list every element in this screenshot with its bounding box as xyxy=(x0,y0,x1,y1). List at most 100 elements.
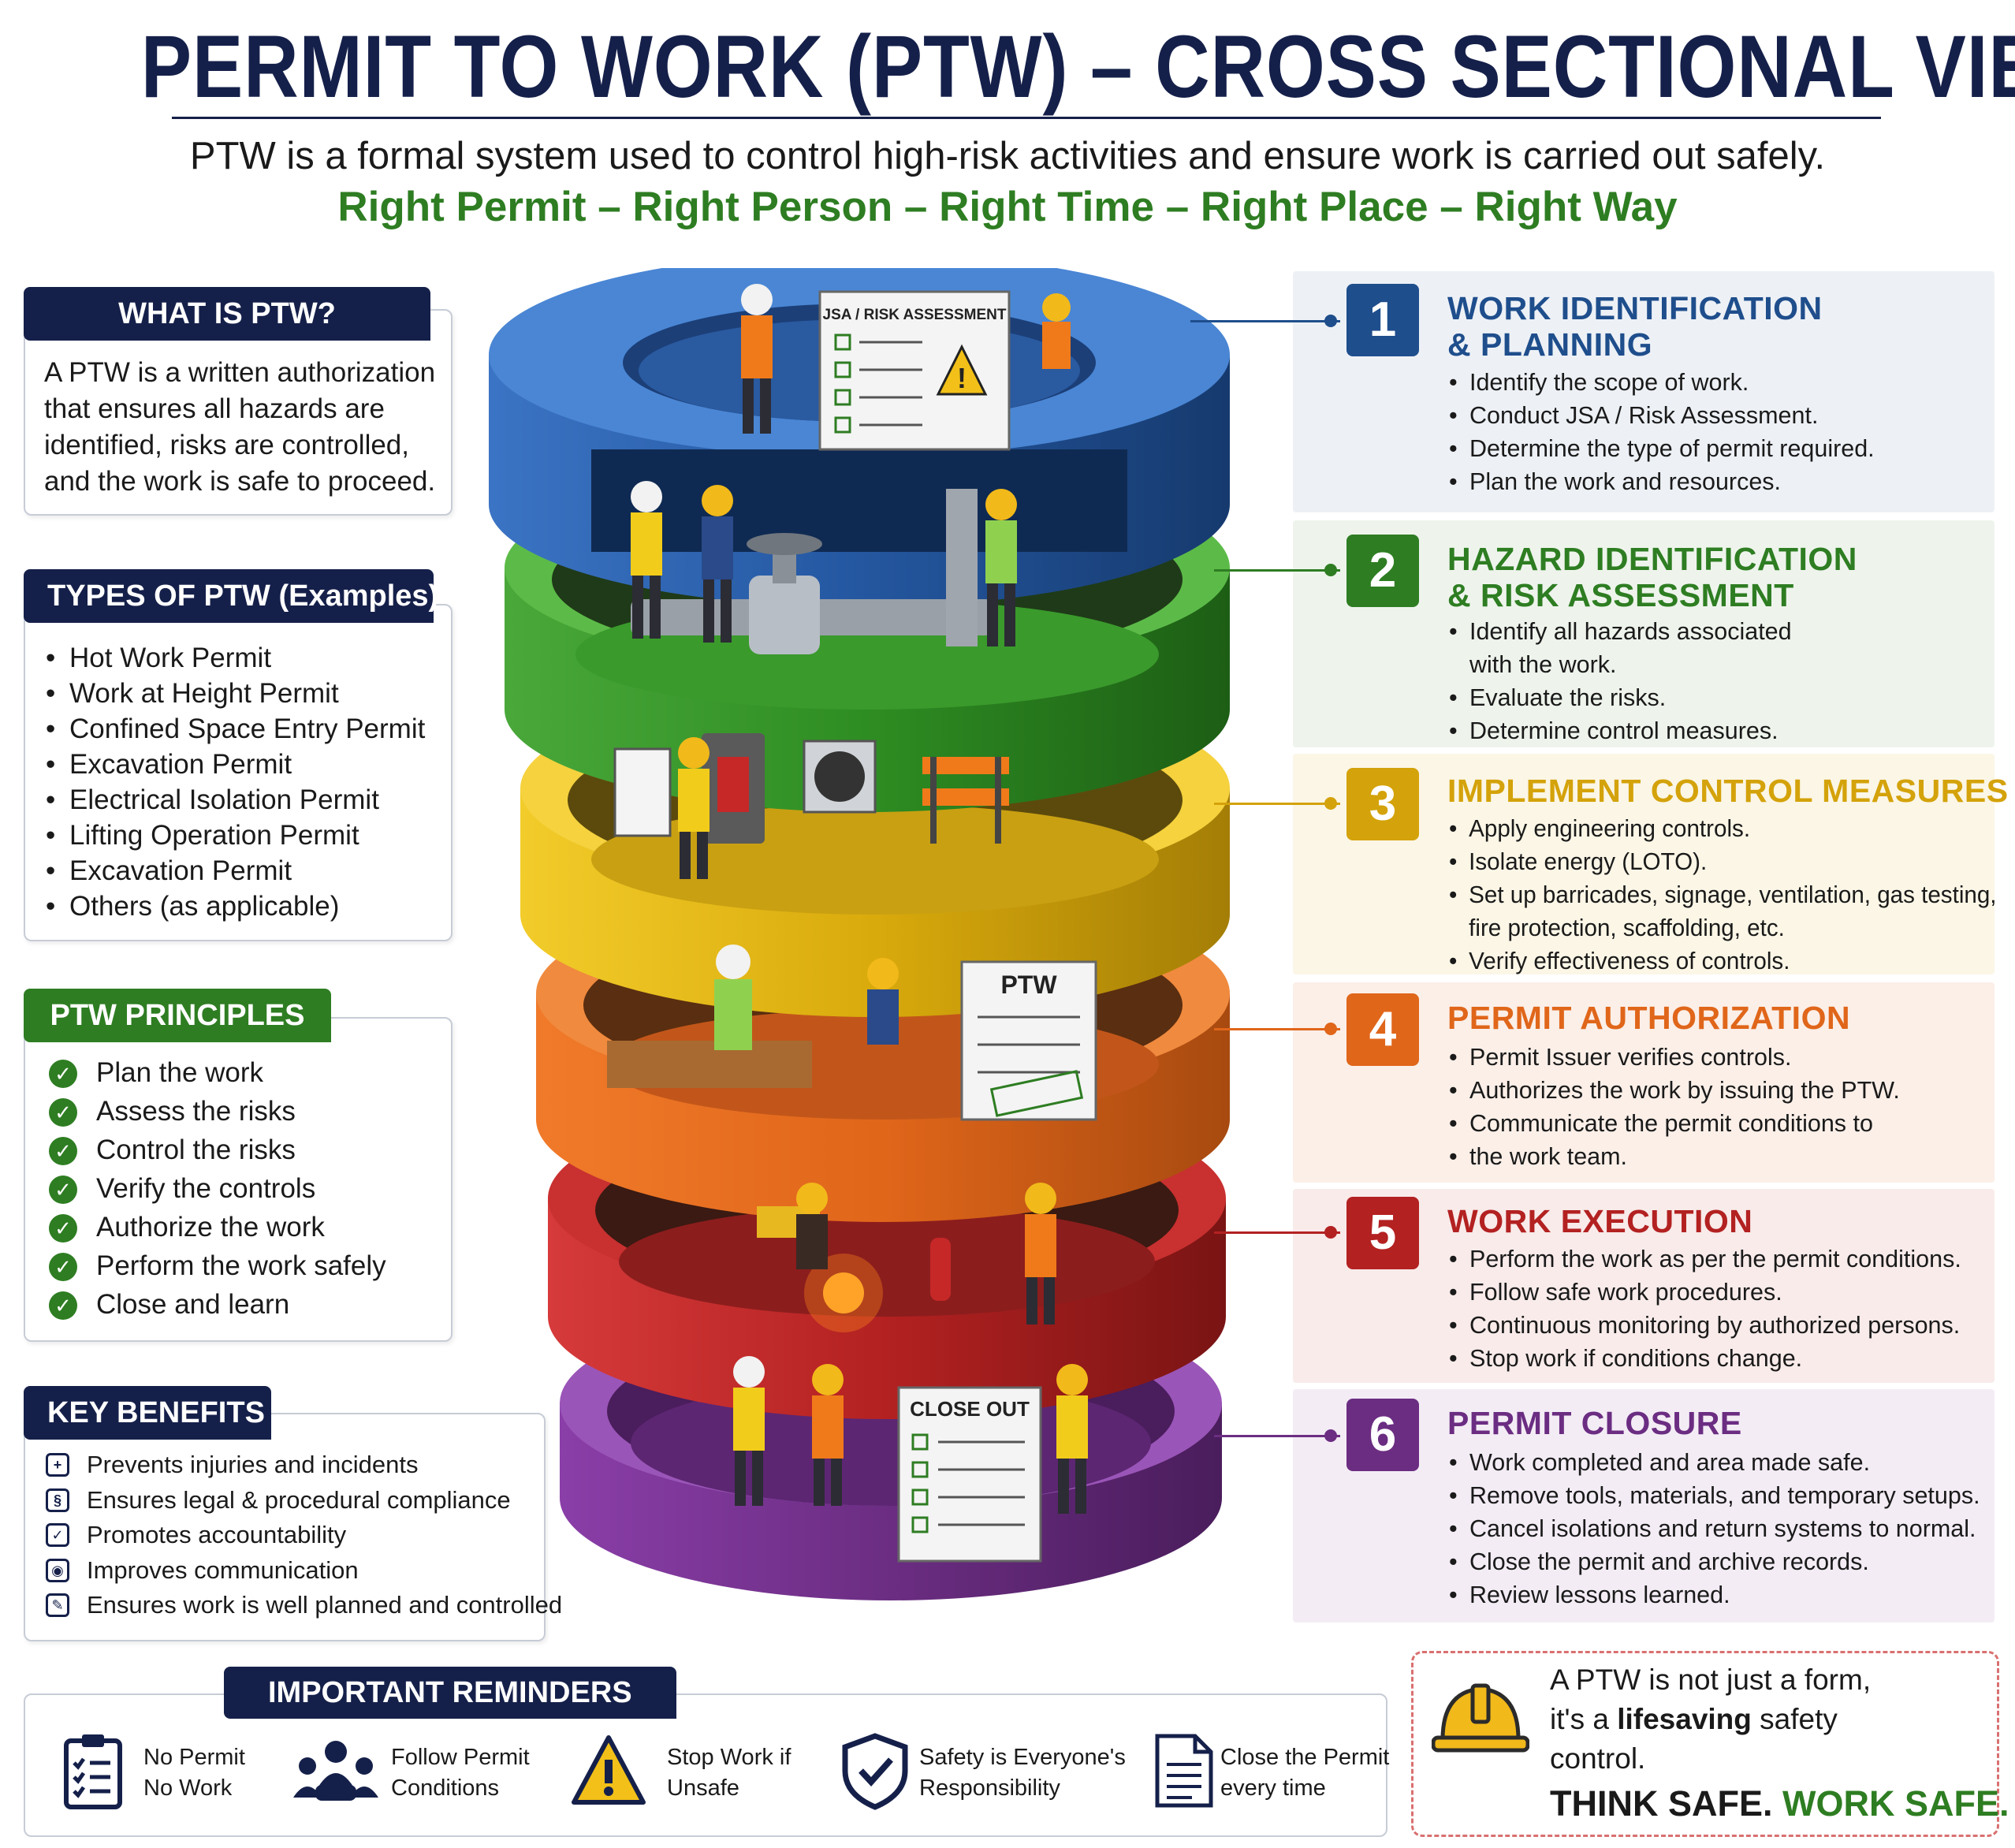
step-title-line: & PLANNING xyxy=(1447,326,1653,363)
step-1-dot xyxy=(1324,315,1337,327)
reminder-line: Unsafe xyxy=(667,1775,739,1801)
types-of-ptw-heading: TYPES OF PTW (Examples) xyxy=(24,569,438,623)
step-4-title: PERMIT AUTHORIZATION xyxy=(1447,1000,1851,1036)
step-6-list: Work completed and area made safe. Remov… xyxy=(1447,1446,1980,1611)
step-6-number: 6 xyxy=(1346,1399,1419,1471)
list-item: Follow safe work procedures. xyxy=(1447,1276,1961,1309)
worker-figure xyxy=(985,489,1017,646)
reminder-label: Follow Permit Conditions xyxy=(391,1742,530,1804)
list-item: Stop work if conditions change. xyxy=(1447,1342,1961,1375)
step-2-list: Identify all hazards associated with the… xyxy=(1447,615,1792,747)
check-circle-icon: ✓ xyxy=(49,1253,77,1281)
reminder-item: Close the Permit every time xyxy=(1145,1731,1389,1818)
warning-icon xyxy=(572,1735,646,1805)
principle-label: Control the risks xyxy=(96,1135,296,1165)
ptw-document-graphic: PTW xyxy=(607,960,1097,1121)
principle-label: Authorize the work xyxy=(96,1212,325,1243)
step-5-connector xyxy=(1214,1231,1340,1234)
worker-figure xyxy=(812,1364,844,1506)
list-item: Continuous monitoring by authorized pers… xyxy=(1447,1309,1961,1342)
step-title-line: & RISK ASSESSMENT xyxy=(1447,577,1794,613)
ptw-label: PTW xyxy=(1000,971,1057,999)
worker-figure xyxy=(796,1183,828,1269)
list-item: + Prevents injuries and incidents xyxy=(43,1447,562,1483)
worker-figure xyxy=(741,284,773,434)
list-item: Close the permit and archive records. xyxy=(1447,1545,1980,1578)
types-of-ptw-box: Hot Work Permit Work at Height Permit Co… xyxy=(24,604,453,941)
step-5-title: WORK EXECUTION xyxy=(1447,1203,1753,1239)
reminder-label: Safety is Everyone's Responsibility xyxy=(919,1742,1126,1804)
jsa-label: JSA / RISK ASSESSMENT xyxy=(823,307,1007,323)
check-circle-icon: ✓ xyxy=(49,1175,77,1204)
list-item: Confined Space Entry Permit xyxy=(43,711,425,747)
communication-icon: ◉ xyxy=(46,1558,69,1582)
step-title-line: WORK IDENTIFICATION xyxy=(1447,290,1823,326)
types-list: Hot Work Permit Work at Height Permit Co… xyxy=(43,640,425,924)
step-1-list: Identify the scope of work. Conduct JSA … xyxy=(1447,366,1875,498)
clipboard-icon xyxy=(64,1734,122,1809)
page-subtitle: PTW is a formal system used to control h… xyxy=(189,135,1826,177)
check-circle-icon: ✓ xyxy=(49,1098,77,1127)
close-out-document-graphic: CLOSE OUT xyxy=(897,1386,1042,1563)
benefit-label: Ensures legal & procedural compliance xyxy=(87,1485,511,1514)
key-benefits-box: + Prevents injuries and incidents §Ensure… xyxy=(24,1413,562,1641)
reminder-line: No Work xyxy=(143,1775,233,1801)
step-3-connector xyxy=(1214,803,1340,805)
list-item: Review lessons learned. xyxy=(1447,1578,1980,1611)
list-item: Plan the work and resources. xyxy=(1447,465,1875,498)
list-item: §Ensures legal & procedural compliance xyxy=(43,1483,562,1518)
tagline: Right Permit – Right Person – Right Time… xyxy=(337,184,1678,230)
reminder-item: Follow Permit Conditions xyxy=(289,1731,549,1818)
list-item: the work team. xyxy=(1447,1140,1900,1173)
principle-label: Assess the risks xyxy=(96,1096,296,1127)
worker-figure xyxy=(631,481,662,639)
list-item: Perform the work as per the permit condi… xyxy=(1447,1243,1961,1276)
list-item: Work at Height Permit xyxy=(43,676,425,711)
check-circle-icon: ✓ xyxy=(49,1137,77,1165)
step-4-list: Permit Issuer verifies controls. Authori… xyxy=(1447,1041,1900,1173)
check-circle-icon: ✓ xyxy=(49,1291,77,1320)
benefit-label: Promotes accountability xyxy=(87,1521,347,1548)
reminder-line: every time xyxy=(1220,1775,1326,1801)
list-item: Lifting Operation Permit xyxy=(43,818,425,853)
reminder-label: Close the Permit every time xyxy=(1220,1742,1389,1804)
jsa-document-graphic: JSA / RISK ASSESSMENT ! xyxy=(818,290,1011,451)
reminder-line: No Permit xyxy=(143,1745,245,1770)
hard-hat-icon xyxy=(1432,1683,1529,1753)
step-6-connector xyxy=(1214,1435,1340,1437)
list-item: ✓Verify the controls xyxy=(49,1169,386,1208)
reminder-line: Responsibility xyxy=(919,1775,1060,1801)
worker-figure xyxy=(867,958,899,1045)
list-item: ✎Ensures work is well planned and contro… xyxy=(43,1588,562,1623)
page-title: PERMIT TO WORK (PTW) – CROSS SECTIONAL V… xyxy=(140,17,2015,116)
list-item: ✓Authorize the work xyxy=(49,1208,386,1246)
step-3-dot xyxy=(1324,797,1337,810)
title-divider xyxy=(172,117,1881,119)
reminder-line: Follow Permit xyxy=(391,1745,530,1770)
shield-person-icon: + xyxy=(46,1453,69,1477)
shield-check-icon xyxy=(842,1733,908,1810)
important-reminders-heading: IMPORTANT REMINDERS xyxy=(224,1667,676,1719)
think-safe-text: THINK SAFE. xyxy=(1550,1783,1773,1824)
step-3-number: 3 xyxy=(1346,768,1419,840)
benefit-label: Prevents injuries and incidents xyxy=(87,1451,419,1478)
callout-line: it's a lifesaving safety xyxy=(1550,1700,1871,1739)
reminder-label: No Permit No Work xyxy=(143,1742,245,1804)
list-item: Conduct JSA / Risk Assessment. xyxy=(1447,399,1875,432)
what-is-ptw-text: A PTW is a written authorization that en… xyxy=(44,355,435,500)
step-title-line: HAZARD IDENTIFICATION xyxy=(1447,541,1857,577)
think-safe-slogan: THINK SAFE. WORK SAFE. xyxy=(1550,1783,2009,1824)
what-is-line: identified, risks are controlled, xyxy=(44,430,409,460)
reminder-line: Conditions xyxy=(391,1775,500,1801)
list-item: Determine control measures. xyxy=(1447,714,1792,747)
list-item: Isolate energy (LOTO). xyxy=(1447,845,1997,878)
ptw-principles-box: ✓Plan the work ✓Assess the risks ✓Contro… xyxy=(24,1017,453,1342)
list-item: Cancel isolations and return systems to … xyxy=(1447,1512,1980,1545)
benefit-label: Ensures work is well planned and control… xyxy=(87,1591,563,1619)
principle-label: Perform the work safely xyxy=(96,1250,386,1281)
workers-graphic xyxy=(631,284,1088,1514)
callout-line: A PTW is not just a form, xyxy=(1550,1664,1872,1696)
step-2-title: HAZARD IDENTIFICATION & RISK ASSESSMENT xyxy=(1447,541,1857,613)
list-item: Authorizes the work by issuing the PTW. xyxy=(1447,1074,1900,1107)
principles-list: ✓Plan the work ✓Assess the risks ✓Contro… xyxy=(49,1053,386,1324)
